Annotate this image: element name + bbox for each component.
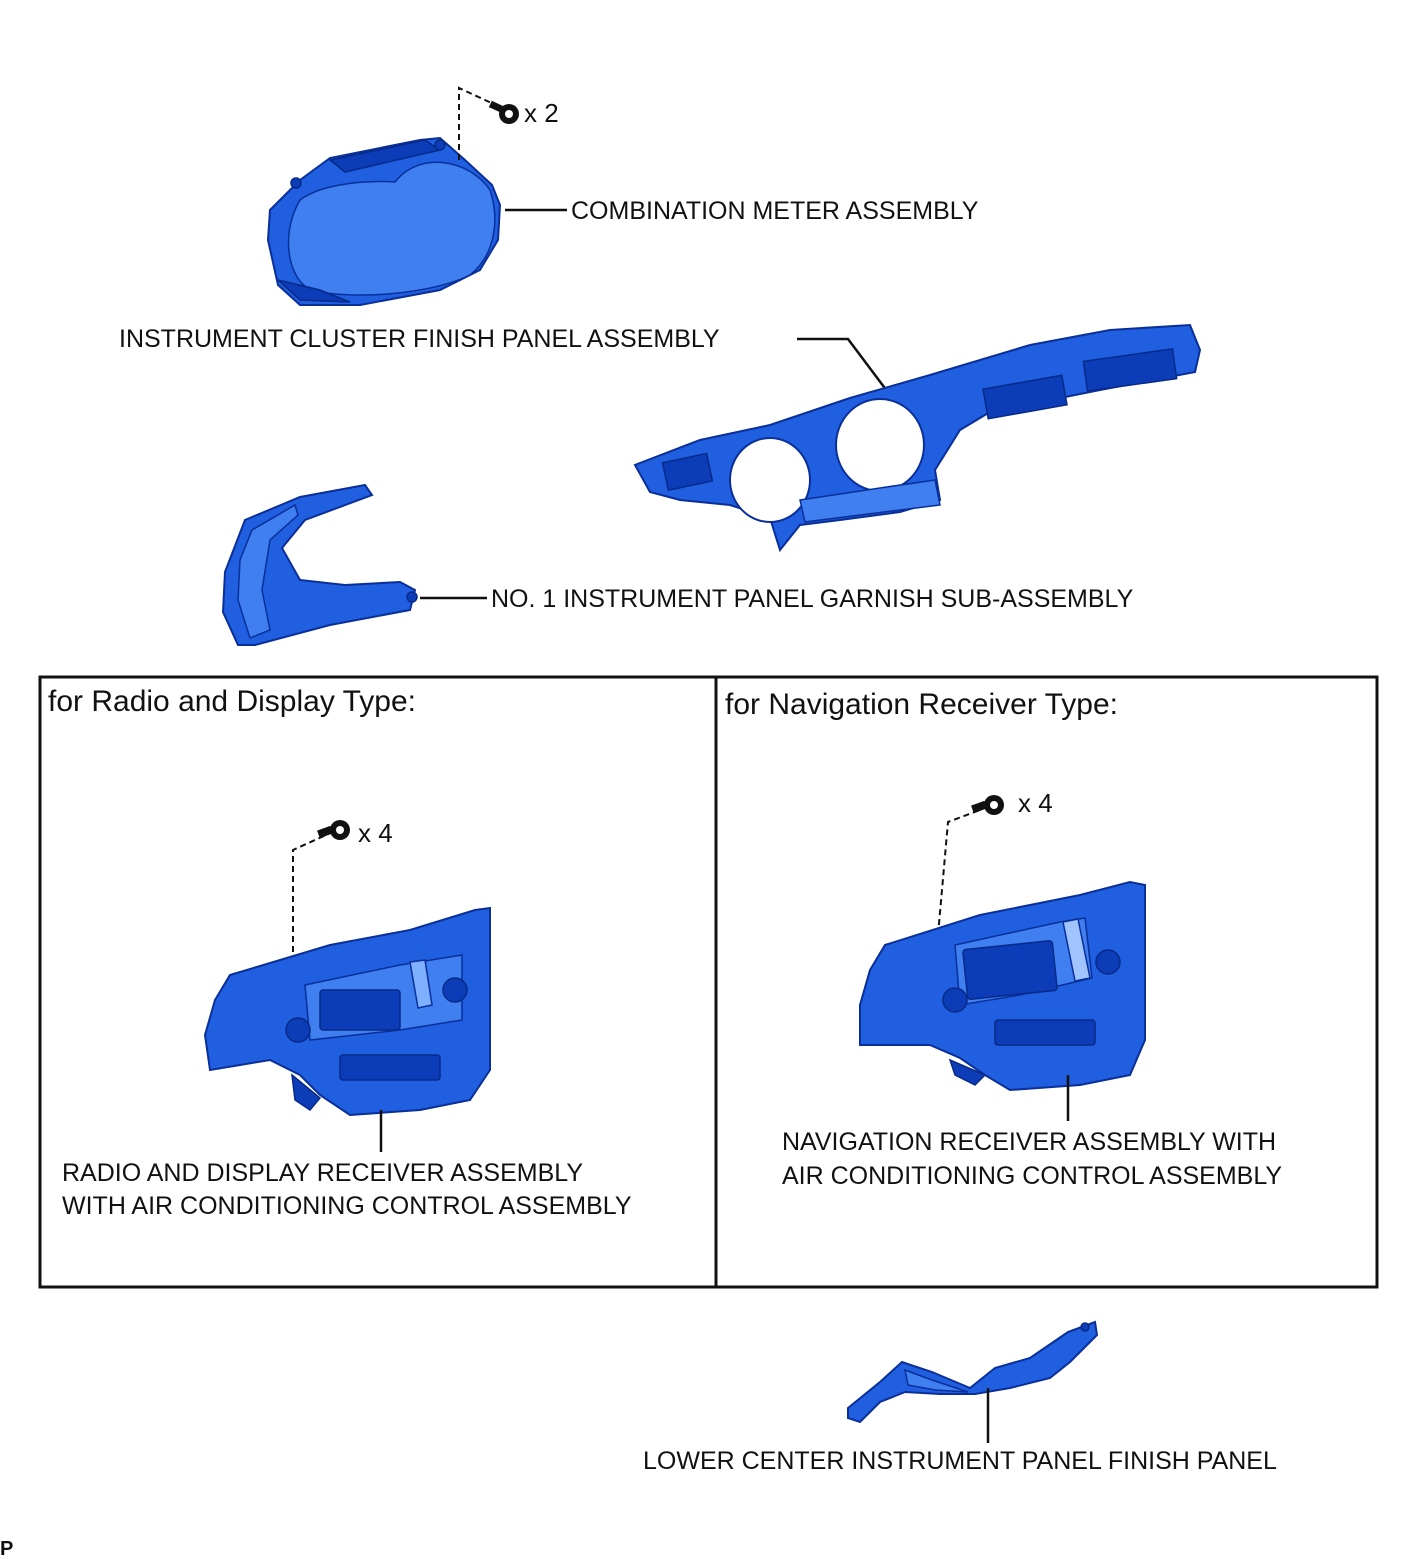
garnish-label: NO. 1 INSTRUMENT PANEL GARNISH SUB-ASSEM… (491, 585, 1134, 613)
screw-icon (458, 86, 519, 160)
nav-receiver-label-line1: NAVIGATION RECEIVER ASSEMBLY WITH (782, 1128, 1276, 1156)
nav-receiver-part (859, 880, 1146, 1092)
combination-meter-part (266, 136, 502, 306)
radio-type-heading: for Radio and Display Type: (48, 685, 416, 718)
cluster-finish-panel-part (633, 323, 1202, 553)
radio-receiver-label-line1: RADIO AND DISPLAY RECEIVER ASSEMBLY (62, 1159, 583, 1187)
radio-screw-count: x 4 (358, 818, 393, 848)
figure-code: P (0, 1538, 13, 1559)
nav-type-heading: for Navigation Receiver Type: (725, 688, 1118, 721)
variant-frame (38, 675, 1379, 1289)
combination-meter-label: COMBINATION METER ASSEMBLY (571, 197, 979, 225)
nav-screw-count: x 4 (1018, 788, 1053, 818)
garnish-part (221, 483, 418, 646)
screw-icon (937, 795, 1004, 936)
meter-screw-count: x 2 (524, 98, 559, 128)
cluster-finish-panel-label: INSTRUMENT CLUSTER FINISH PANEL ASSEMBLY (119, 325, 720, 353)
lower-center-panel-label: LOWER CENTER INSTRUMENT PANEL FINISH PAN… (643, 1447, 1277, 1475)
screw-icon (292, 820, 350, 962)
lower-center-panel-part (847, 1320, 1099, 1424)
radio-receiver-part (203, 906, 491, 1117)
nav-receiver-label-line2: AIR CONDITIONING CONTROL ASSEMBLY (782, 1162, 1282, 1190)
radio-receiver-label-line2: WITH AIR CONDITIONING CONTROL ASSEMBLY (62, 1192, 632, 1220)
